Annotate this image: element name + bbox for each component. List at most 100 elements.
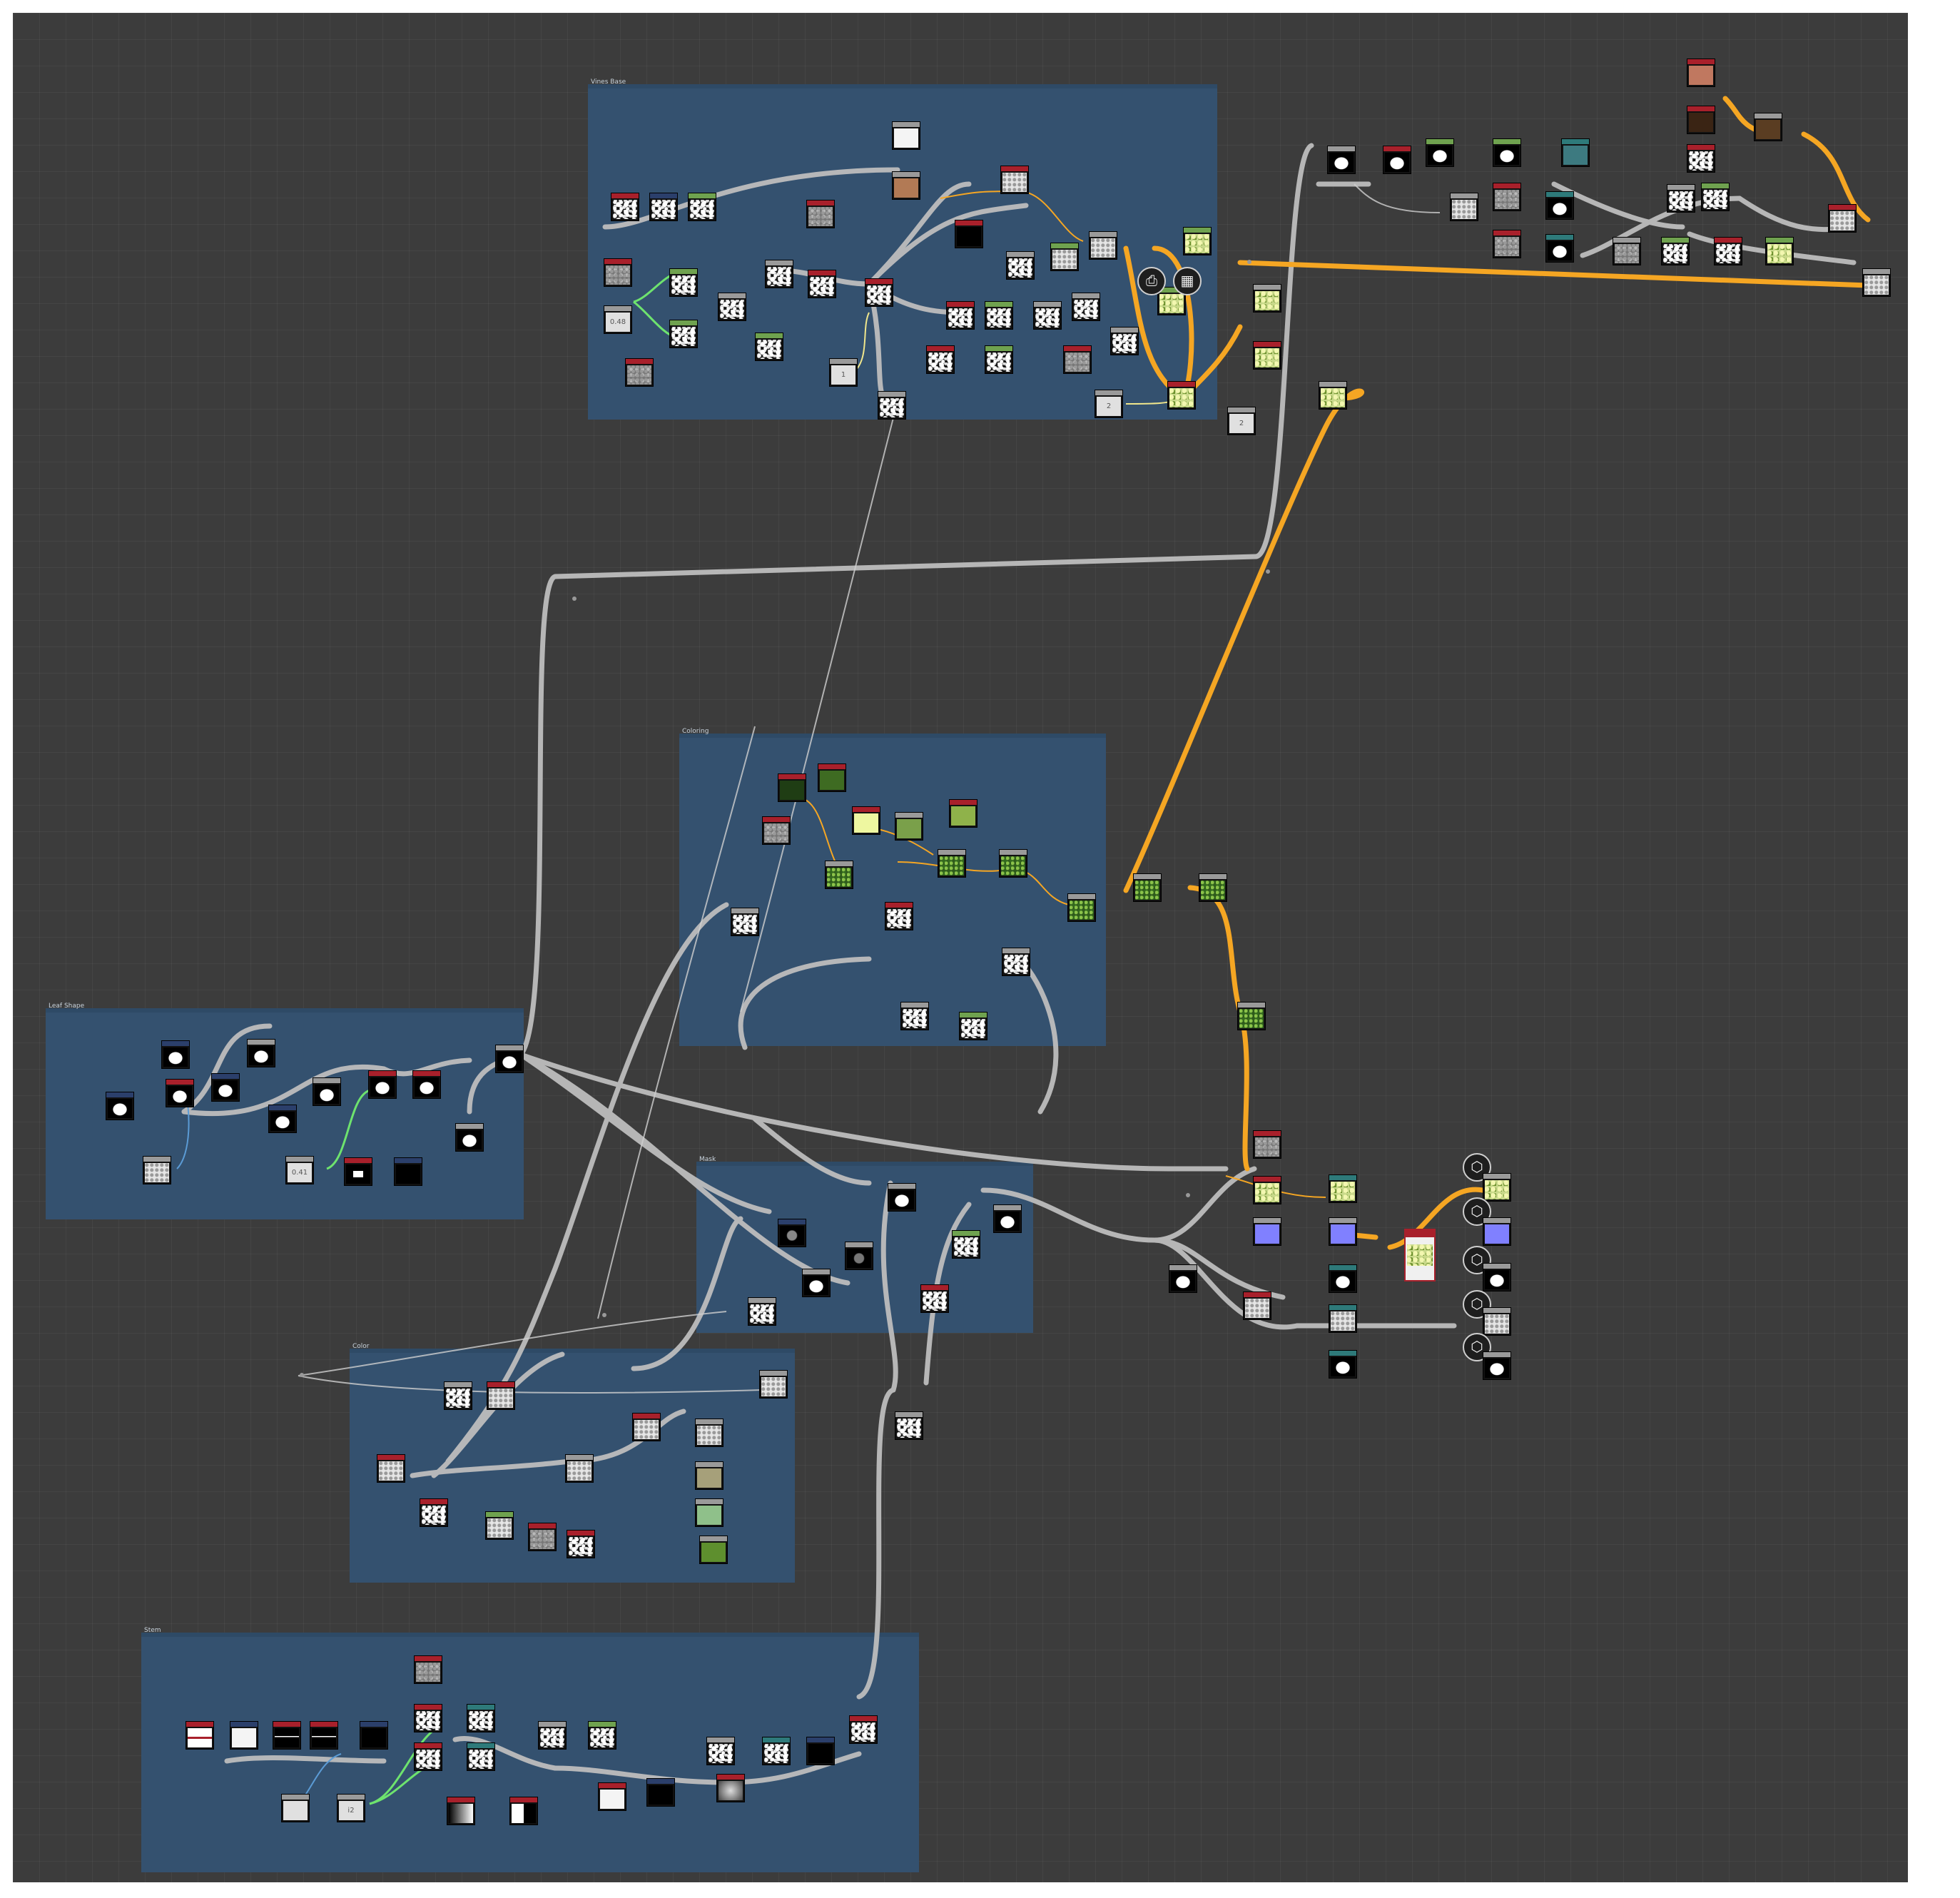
graph-node[interactable] <box>1002 948 1030 976</box>
graph-node[interactable] <box>230 1721 258 1750</box>
value-node[interactable]: i2 <box>337 1794 365 1822</box>
value-node[interactable]: 1 <box>829 358 858 387</box>
graph-node[interactable] <box>414 1742 442 1771</box>
graph-node[interactable] <box>495 1045 524 1073</box>
graph-node[interactable] <box>1687 59 1715 87</box>
graph-node[interactable] <box>993 1204 1022 1233</box>
value-node[interactable]: 0.41 <box>285 1156 314 1184</box>
output-icon[interactable]: ⬡ <box>1463 1246 1491 1274</box>
graph-node[interactable] <box>825 861 853 889</box>
graph-node[interactable] <box>1545 191 1574 220</box>
graph-node[interactable] <box>1667 184 1695 213</box>
graph-node[interactable] <box>1450 193 1478 221</box>
graph-node[interactable] <box>806 1737 835 1765</box>
graph-node[interactable] <box>955 220 983 248</box>
graph-node[interactable] <box>1133 873 1162 902</box>
graph-node[interactable] <box>598 1782 626 1811</box>
graph-node[interactable] <box>528 1523 557 1551</box>
graph-node[interactable] <box>414 1655 442 1684</box>
graph-node[interactable] <box>888 1183 916 1212</box>
graph-node[interactable] <box>1701 183 1730 211</box>
graph-node[interactable] <box>1183 227 1212 255</box>
graph-node[interactable] <box>1687 144 1715 173</box>
output-node[interactable] <box>1483 1217 1511 1246</box>
graph-node[interactable] <box>900 1002 929 1030</box>
graph-node[interactable] <box>808 270 836 298</box>
graph-node[interactable] <box>412 1070 441 1099</box>
graph-node[interactable] <box>1089 231 1117 260</box>
graph-node[interactable] <box>1006 251 1035 280</box>
graph-node[interactable] <box>467 1742 495 1771</box>
reroute-dot[interactable] <box>602 1313 606 1317</box>
graph-node[interactable] <box>1329 1264 1357 1293</box>
graph-node[interactable] <box>806 200 835 228</box>
graph-node[interactable] <box>1253 1176 1281 1204</box>
value-node[interactable]: 2 <box>1095 390 1123 418</box>
graph-node[interactable] <box>273 1721 301 1750</box>
checker-icon[interactable]: ▦ <box>1173 267 1202 295</box>
graph-node[interactable] <box>688 193 716 221</box>
graph-node[interactable] <box>1613 237 1641 265</box>
graph-node[interactable] <box>1661 237 1690 265</box>
graph-node[interactable] <box>1253 1217 1281 1246</box>
graph-node[interactable] <box>310 1721 338 1750</box>
graph-node[interactable] <box>731 908 759 936</box>
graph-node[interactable] <box>926 345 955 374</box>
graph-node[interactable] <box>952 1230 980 1259</box>
graph-node[interactable] <box>892 171 920 200</box>
graph-node[interactable] <box>852 806 880 835</box>
output-node[interactable] <box>1483 1173 1511 1202</box>
graph-node[interactable] <box>1033 301 1062 330</box>
graph-node[interactable] <box>959 1012 987 1040</box>
graph-node[interactable] <box>895 812 923 841</box>
graph-node[interactable] <box>604 258 632 287</box>
graph-node[interactable] <box>538 1721 567 1750</box>
document-icon[interactable]: ⎙ <box>1137 267 1166 295</box>
graph-node[interactable] <box>1493 230 1521 258</box>
graph-node[interactable] <box>885 902 913 930</box>
graph-node[interactable] <box>313 1077 341 1106</box>
node-graph-canvas[interactable]: Vines Base Coloring Leaf Shape Mask Colo… <box>13 13 1908 1882</box>
graph-node[interactable] <box>268 1105 297 1133</box>
graph-node[interactable] <box>985 301 1013 330</box>
graph-node[interactable] <box>485 1511 514 1540</box>
graph-node[interactable] <box>588 1721 616 1750</box>
graph-node[interactable] <box>632 1413 661 1441</box>
graph-node[interactable] <box>414 1704 442 1732</box>
graph-node[interactable] <box>669 268 698 297</box>
reroute-dot[interactable] <box>1266 569 1270 574</box>
graph-node[interactable] <box>447 1797 475 1825</box>
graph-node[interactable] <box>778 773 806 802</box>
graph-node[interactable] <box>892 121 920 150</box>
graph-node[interactable] <box>716 1774 745 1802</box>
graph-node[interactable] <box>1253 1130 1281 1159</box>
graph-node[interactable] <box>669 320 698 348</box>
graph-node[interactable] <box>368 1070 397 1099</box>
reroute-dot[interactable] <box>1247 260 1251 264</box>
graph-node[interactable] <box>1243 1291 1271 1320</box>
graph-node[interactable] <box>1253 341 1281 370</box>
graph-node[interactable] <box>718 293 746 321</box>
graph-node[interactable] <box>762 1737 791 1765</box>
graph-node[interactable] <box>611 193 639 221</box>
graph-node[interactable] <box>1765 237 1794 265</box>
material-node[interactable] <box>1404 1229 1436 1282</box>
graph-node[interactable] <box>999 849 1027 878</box>
graph-node[interactable] <box>762 816 791 845</box>
graph-node[interactable] <box>1237 1002 1266 1030</box>
graph-node[interactable] <box>1072 293 1100 321</box>
graph-node[interactable] <box>1253 284 1281 313</box>
graph-node[interactable] <box>467 1704 495 1732</box>
graph-node[interactable] <box>878 391 906 420</box>
graph-node[interactable] <box>1545 234 1574 263</box>
graph-node[interactable] <box>1063 345 1092 374</box>
graph-node[interactable] <box>1329 1350 1357 1379</box>
graph-node[interactable] <box>845 1242 873 1270</box>
graph-node[interactable] <box>1426 138 1454 167</box>
graph-node[interactable] <box>946 301 975 330</box>
graph-node[interactable] <box>1000 166 1029 194</box>
graph-node[interactable] <box>1383 146 1411 174</box>
graph-node[interactable] <box>895 1411 923 1440</box>
output-node[interactable] <box>1483 1263 1511 1291</box>
graph-node[interactable] <box>487 1381 515 1410</box>
